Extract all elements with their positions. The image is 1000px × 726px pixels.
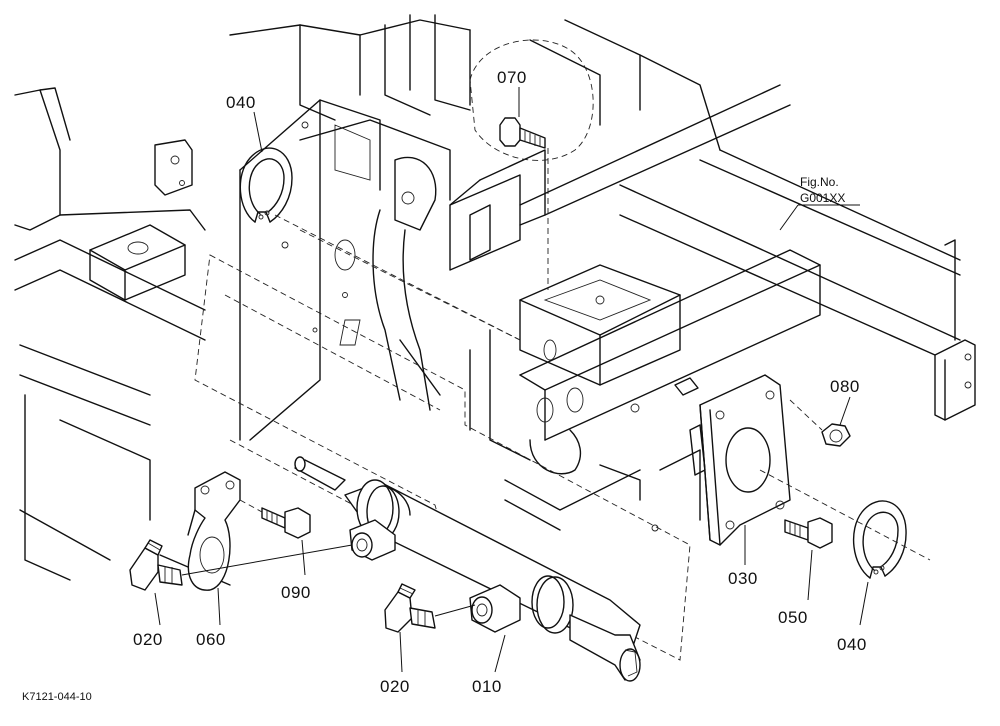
callout-010: 010 [472,677,502,696]
part-070-nut[interactable] [789,396,851,447]
callout-060: 070 [497,68,527,87]
callout-020-lower: 020 [380,677,410,696]
callout-030: 030 [728,569,758,588]
callout-020-left: 020 [133,630,163,649]
callout-090: 090 [281,583,311,602]
drawing-code: K7121-044-10 [22,691,92,703]
part-050-bolt[interactable] [784,517,833,601]
mounting-plate-outline [194,229,691,661]
callout-040-lower: 040 [837,635,867,654]
part-020-elbow-left[interactable] [129,539,353,626]
chassis-frame [14,14,976,586]
part-060-bolt[interactable] [469,39,594,290]
part-040-snap-ring-upper[interactable] [239,111,521,341]
part-090-bolt[interactable] [239,499,311,576]
fig-label: Fig.No. [800,175,839,189]
part-030-plate[interactable] [689,374,791,565]
callout-070: 080 [830,377,860,396]
fig-code: G001XX [800,191,845,205]
part-020-elbow-lower[interactable] [384,583,476,673]
part-010-cylinder[interactable] [294,456,641,682]
callout-050: 050 [778,608,808,627]
part-080-bracket[interactable] [187,471,241,626]
callout-labels: 040 070 080 090 030 050 040 020 060 020 … [133,68,867,696]
callout-080: 060 [196,630,226,649]
part-040-snap-ring-lower[interactable] [759,469,931,626]
callout-040-upper: 040 [226,93,256,112]
fig-reference: Fig.No. G001XX [779,175,860,231]
